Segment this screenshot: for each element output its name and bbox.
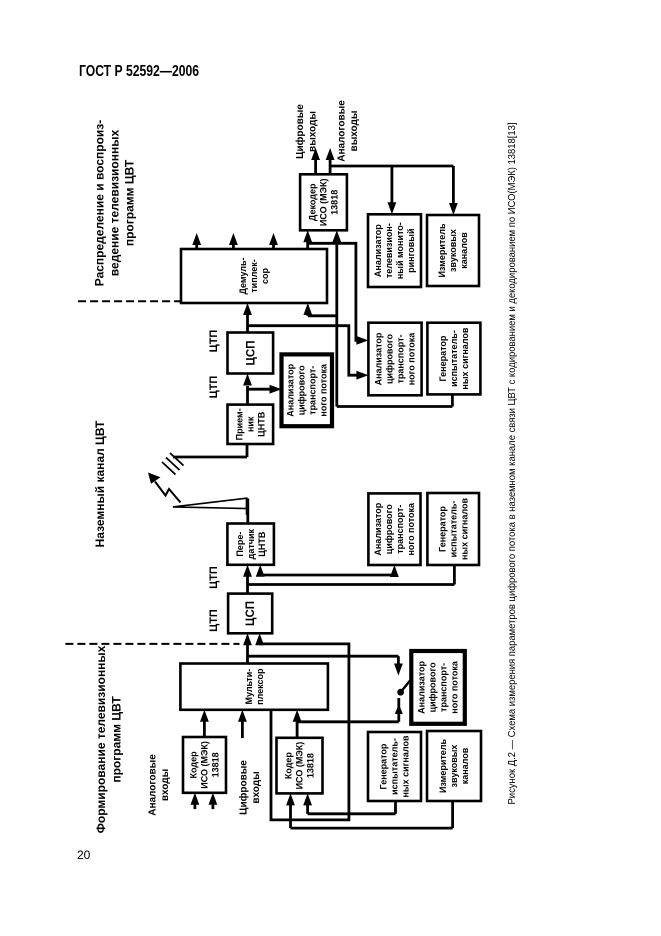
svg-text:Анализаторцифровоготранспорт-н: Анализаторцифровоготранспорт-ного потока	[373, 502, 416, 556]
svg-text:Мульти-плексор: Мульти-плексор	[244, 668, 265, 705]
svg-text:ДекодерИСО (МЭК)13818: ДекодерИСО (МЭК)13818	[308, 178, 340, 226]
svg-text:ЦТП: ЦТП	[208, 330, 220, 353]
svg-text:Генераториспытатель-ных сигнал: Генераториспытатель-ных сигналов	[437, 498, 469, 560]
svg-text:КодерИСО (МЭК)13818: КодерИСО (МЭК)13818	[284, 742, 316, 790]
svg-text:ЦТП: ЦТП	[208, 566, 220, 589]
svg-text:Анализаторцифровоготранспорт-н: Анализаторцифровоготранспорт-ного потока	[285, 363, 328, 417]
svg-text:Рисунок Д.2 — Схема измерения: Рисунок Д.2 — Схема измерения параметров…	[506, 122, 518, 804]
svg-text:Измерительзвуковыхканалов: Измерительзвуковыхканалов	[437, 223, 469, 278]
svg-text:Генераториспытатель-ных сигнал: Генераториспытатель-ных сигналов	[379, 735, 411, 797]
svg-text:Анализаторцифровоготранспорт-н: Анализаторцифровоготранспорт-ного потока	[417, 660, 460, 714]
svg-text:Формирование телевизионныхпрог: Формирование телевизионныхпрограмм ЦВТ	[94, 645, 123, 833]
svg-text:Генераториспытатель-ных сигнал: Генераториспытатель-ных сигналов	[438, 327, 470, 389]
svg-text:ЦСП: ЦСП	[245, 341, 257, 366]
svg-text:ЦСП: ЦСП	[245, 601, 257, 626]
svg-text:Прием-никЦНТВ: Прием-никЦНТВ	[234, 408, 266, 440]
svg-text:ЦТП: ЦТП	[208, 609, 220, 632]
svg-text:Измерительзвуковыхканалов: Измерительзвуковыхканалов	[438, 738, 470, 793]
svg-text:Демуль-типлек-сор: Демуль-типлек-сор	[238, 257, 270, 294]
svg-text:КодерИСО (МЭК)13818: КодерИСО (МЭК)13818	[189, 741, 221, 789]
svg-text:Анализатортелевизион-ный монит: Анализатортелевизион-ный монито-ринговый	[373, 222, 416, 279]
svg-text:Пере-датчикЦНТВ: Пере-датчикЦНТВ	[235, 528, 267, 559]
svg-text:ЦТП: ЦТП	[208, 376, 220, 399]
svg-text:Наземный канал ЦВТ: Наземный канал ЦВТ	[93, 420, 107, 547]
svg-text:Распределение и воспроиз-веден: Распределение и воспроиз-ведение телевиз…	[93, 120, 137, 287]
svg-text:Анализаторцифровоготранспорт-н: Анализаторцифровоготранспорт-ного потока	[374, 332, 417, 386]
